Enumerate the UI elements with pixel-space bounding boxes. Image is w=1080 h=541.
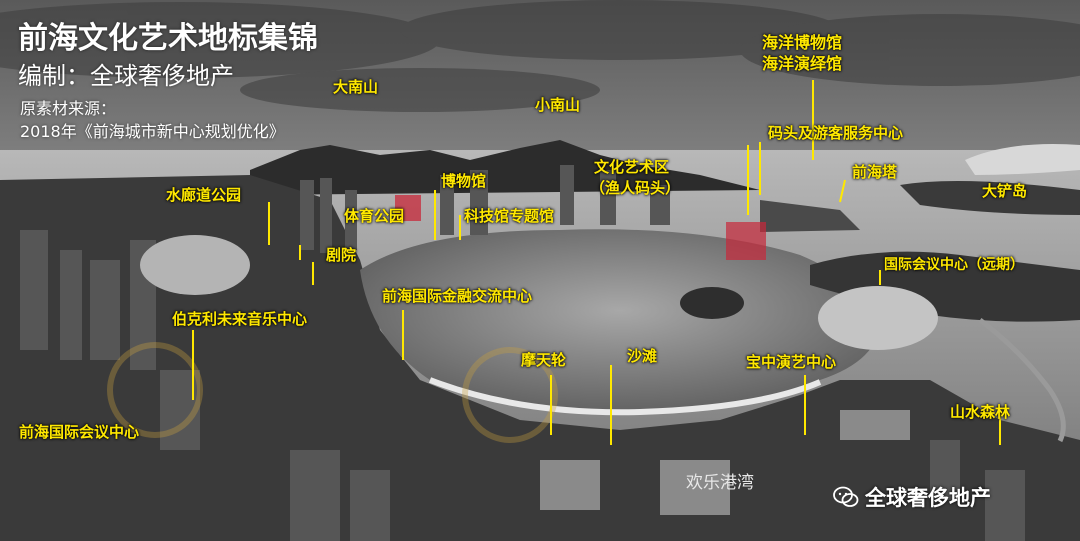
label-ferris-wheel: 摩天轮 [521,351,567,369]
label-baozhong-center: 宝中演艺中心 [746,353,837,371]
label-mountain-forest: 山水森林 [950,403,1011,421]
clouds [0,0,1080,112]
label-beach: 沙滩 [627,347,658,365]
harbor-watermark: 欢乐港湾 [686,473,754,493]
right-peninsula [810,251,1080,322]
label-qianhai-conference: 前海国际会议中心 [19,423,140,441]
watermark-circle-1 [107,342,203,438]
watermark-logo-1 [395,195,421,221]
account-watermark: 全球奢侈地产 [833,482,991,512]
towers [20,165,1025,541]
label-ocean-museum: 海洋博物馆 [762,33,843,52]
label-fisherman-pier: （渔人码头） [590,179,681,197]
label-culture-art-zone: 文化艺术区 [594,158,670,176]
leader-lines [192,80,1001,445]
compiled-by: 编制：全球奢侈地产 [18,62,234,90]
label-stadium-park: 体育公园 [344,207,405,225]
label-qianhai-tower: 前海塔 [852,163,898,181]
slide-title: 前海文化艺术地标集锦 [18,21,318,56]
label-da-nan-shan: 大南山 [333,78,379,96]
label-pier-center: 码头及游客服务中心 [768,124,904,142]
wechat-icon [833,486,859,508]
mountain-ridge [250,140,760,195]
coastal-road [978,318,1066,443]
label-xiao-nan-shan: 小南山 [535,96,581,114]
blurred-area-left [140,235,250,295]
label-museum: 博物馆 [441,172,487,190]
label-ocean-theatre: 海洋演绎馆 [762,54,843,73]
label-da-chan-island: 大铲岛 [982,182,1028,200]
label-finance-center: 前海国际金融交流中心 [382,287,533,305]
city-left [0,175,1080,541]
da-chan-island-shape [900,181,1080,215]
beach-arc [428,377,822,416]
blurred-area-right [818,286,938,350]
watermark-logo-2 [726,222,766,260]
bay-water [360,229,880,411]
source-label: 原素材来源： [20,99,117,118]
watermark-circle-2 [462,347,558,443]
label-intl-conference-far: 国际会议中心（远期） [884,257,1024,273]
source-doc: 2018年《前海城市新中心规划优化》 [20,122,285,141]
label-theatre: 剧院 [326,246,357,264]
label-water-corridor-park: 水廊道公园 [166,186,242,204]
account-name: 全球奢侈地产 [865,486,991,510]
bay-island [680,287,744,319]
label-science-museum: 科技馆专题馆 [464,207,555,225]
label-berklee: 伯克利未来音乐中心 [172,310,308,328]
